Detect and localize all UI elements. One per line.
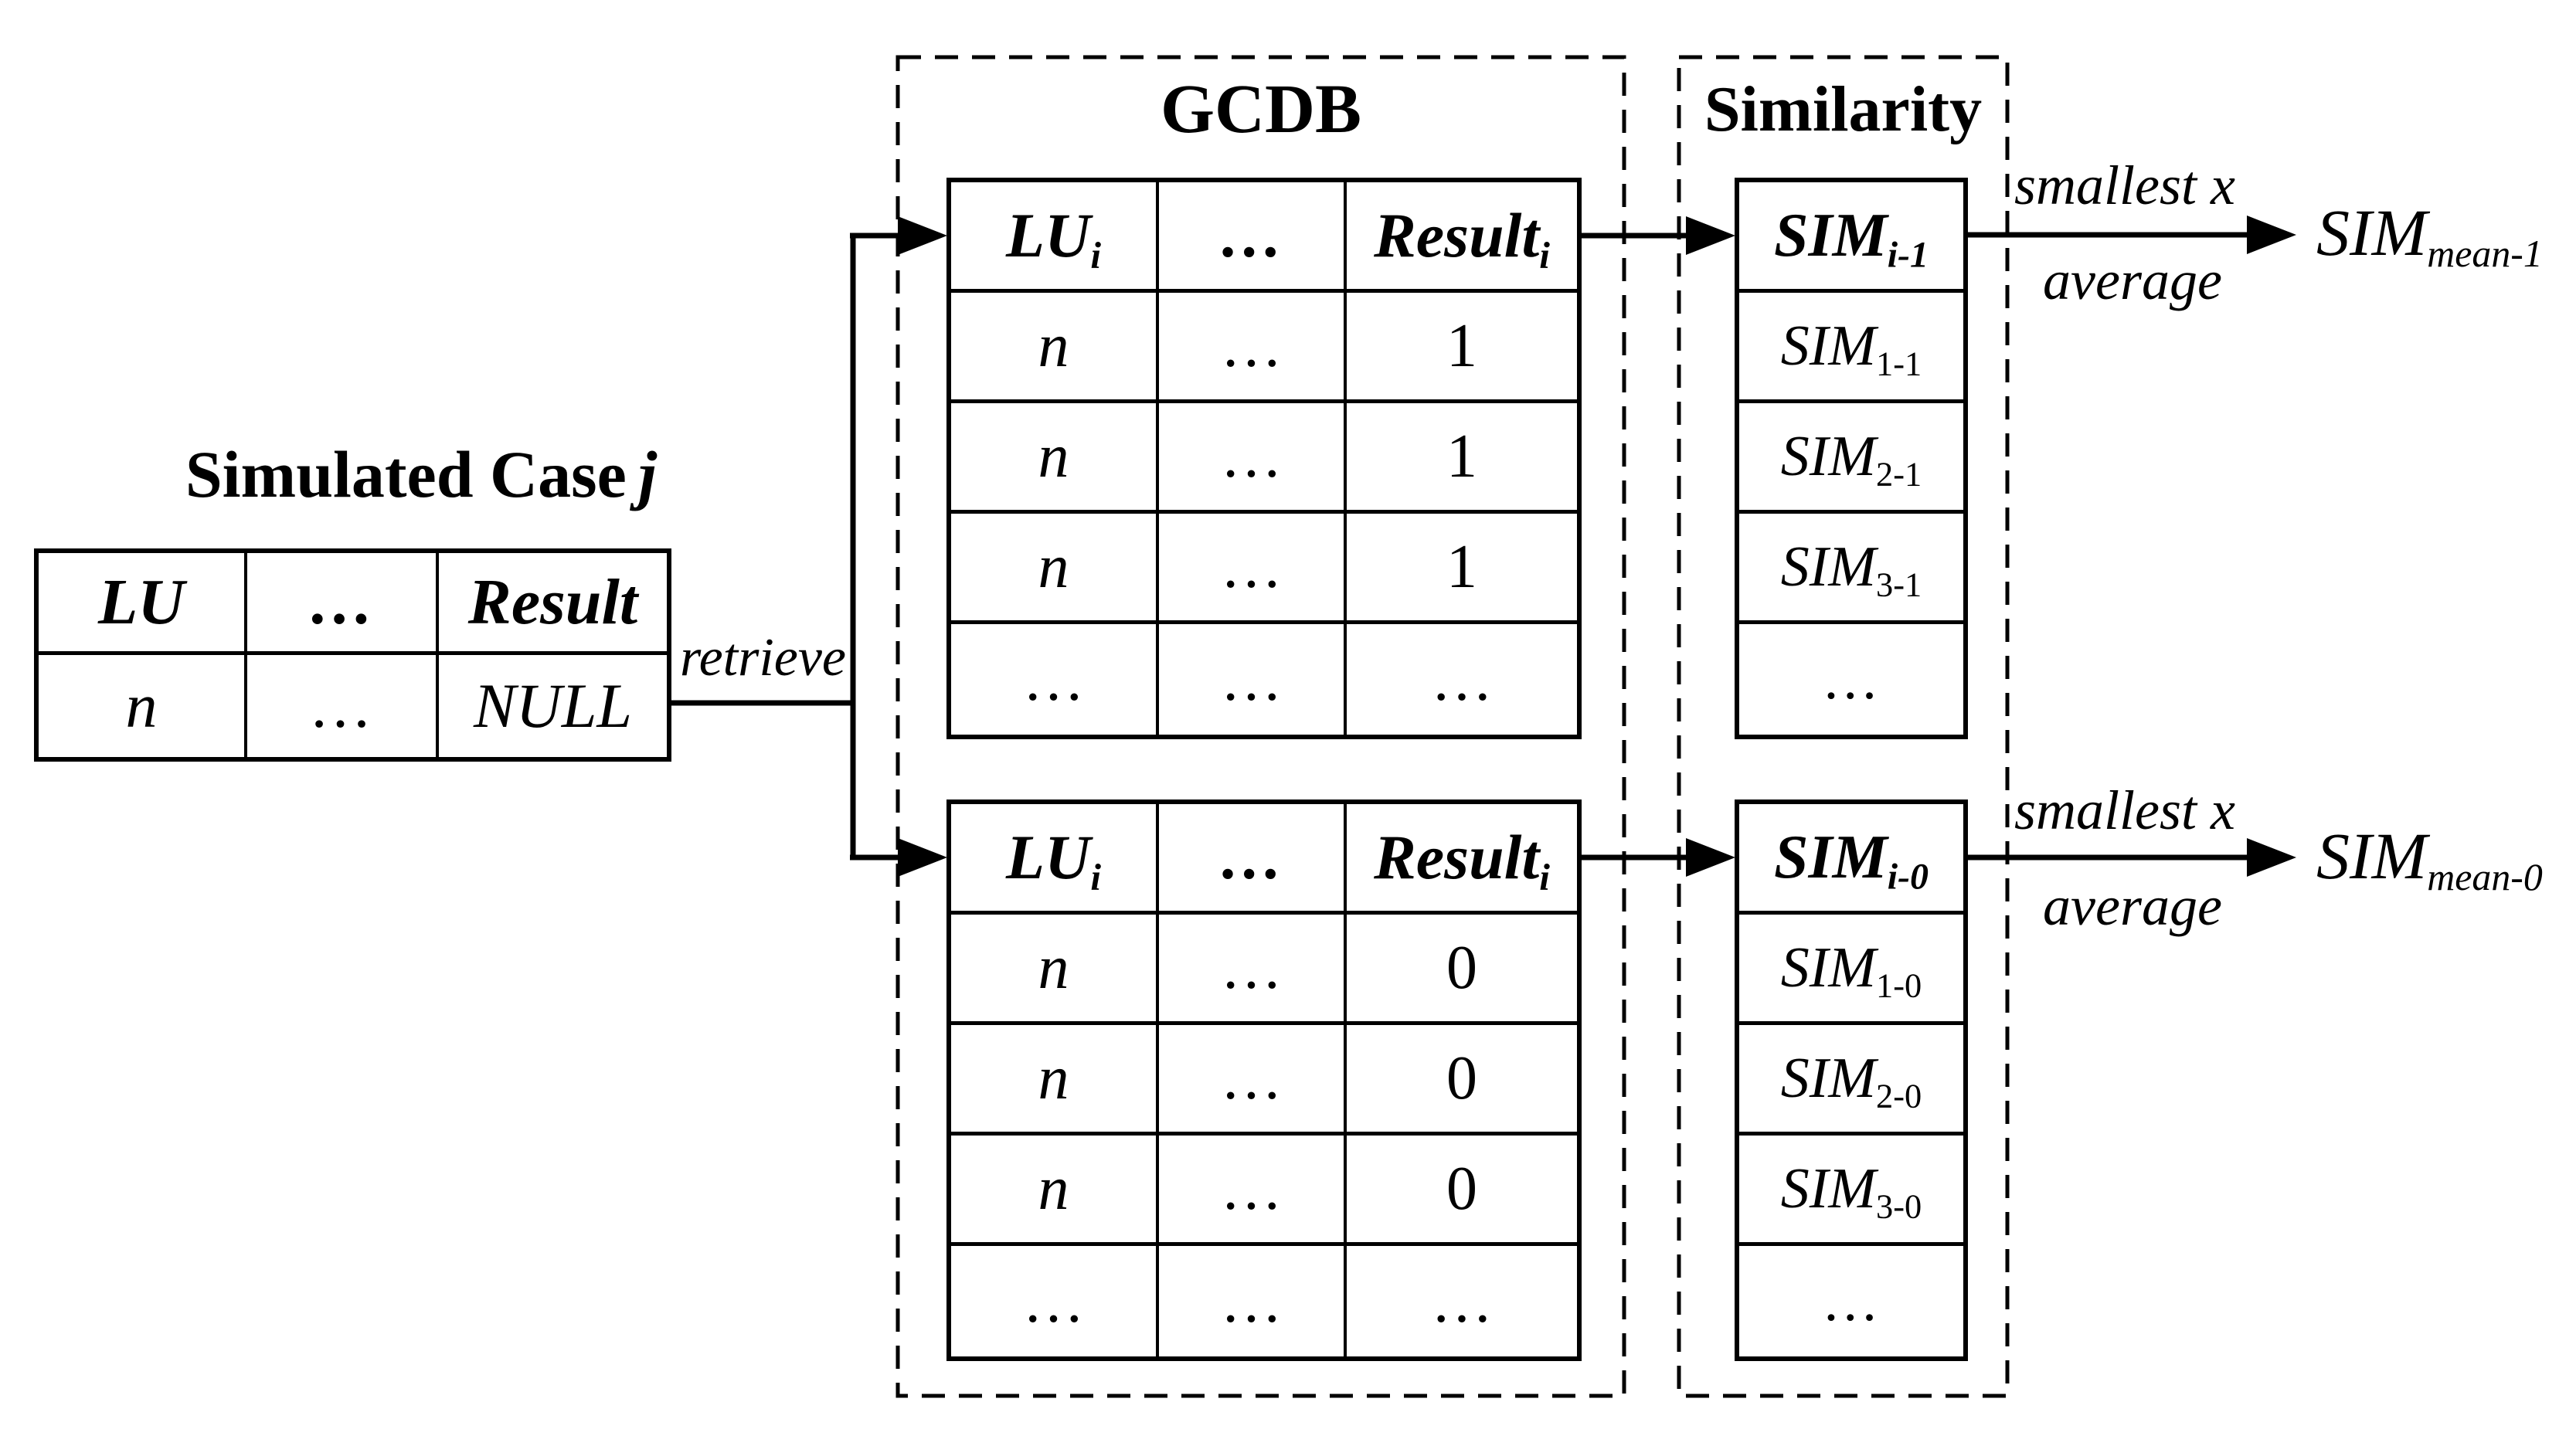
table-header-cell: Resulti (1347, 804, 1577, 915)
gcdb-table-result1: LUi … Resulti n … 1 n … 1 n … 1 … … … (946, 178, 1582, 739)
table-cell: … (951, 624, 1159, 735)
table-cell: … (951, 1246, 1159, 1356)
gcdb-table-result0: LUi … Resulti n … 0 n … 0 n … 0 … … … (946, 799, 1582, 1361)
table-header-cell: … (1159, 804, 1347, 915)
table-cell: … (1739, 624, 1963, 735)
gcdb-to-similarity-arrow-top (1576, 216, 1735, 255)
table-cell: n (951, 293, 1159, 403)
table-header-cell: … (1159, 182, 1347, 293)
retrieve-branch-arrow (661, 216, 947, 877)
table-header-cell: LUi (951, 804, 1159, 915)
average-label-top: average (2043, 250, 2222, 311)
table-cell: 0 (1347, 1136, 1577, 1246)
table-cell: SIM3-1 (1739, 514, 1963, 624)
table-cell: 1 (1347, 403, 1577, 514)
table-cell: NULL (439, 655, 667, 757)
table-cell: … (1159, 403, 1347, 514)
table-cell: … (1159, 514, 1347, 624)
simulated-case-title-index: j (638, 437, 658, 511)
table-header-cell: LUi (951, 182, 1159, 293)
table-cell: n (951, 1136, 1159, 1246)
table-cell: SIM1-1 (1739, 293, 1963, 403)
table-header-cell: Resulti (1347, 182, 1577, 293)
table-cell: … (1739, 1246, 1963, 1356)
table-header-cell: LU (39, 553, 247, 655)
table-cell: 0 (1347, 1025, 1577, 1136)
table-header-cell: SIMi-0 (1739, 804, 1963, 915)
retrieve-label: retrieve (679, 628, 846, 687)
table-cell: … (1347, 1246, 1577, 1356)
table-cell: … (1159, 293, 1347, 403)
similarity-table-0: SIMi-0 SIM1-0 SIM2-0 SIM3-0 … (1735, 799, 1968, 1361)
similarity-table-1: SIMi-1 SIM1-1 SIM2-1 SIM3-1 … (1735, 178, 1968, 739)
table-cell: 0 (1347, 915, 1577, 1025)
sim-mean-0-result: SIMmean-0 (2316, 819, 2543, 898)
table-cell: … (1159, 1025, 1347, 1136)
simulated-case-title-text: Simulated Case (185, 437, 627, 511)
table-cell: 1 (1347, 293, 1577, 403)
average-label-bottom: average (2043, 875, 2222, 937)
table-cell: n (39, 655, 247, 757)
table-cell: 1 (1347, 514, 1577, 624)
table-cell: SIM2-1 (1739, 403, 1963, 514)
smallest-x-label-top: smallest x (2014, 154, 2235, 216)
table-cell: … (1159, 624, 1347, 735)
table-cell: SIM1-0 (1739, 915, 1963, 1025)
table-cell: n (951, 514, 1159, 624)
similarity-group-box (1677, 55, 2010, 1398)
table-header-cell: SIMi-1 (1739, 182, 1963, 293)
sim-mean-1-result: SIMmean-1 (2316, 195, 2543, 275)
table-cell: … (247, 655, 439, 757)
similarity-to-mean-arrow-bottom (1966, 838, 2296, 877)
table-header-cell: Result (439, 553, 667, 655)
table-cell: … (1159, 915, 1347, 1025)
gcdb-title: GCDB (1160, 71, 1362, 148)
table-cell: … (1347, 624, 1577, 735)
table-cell: SIM2-0 (1739, 1025, 1963, 1136)
table-cell: … (1159, 1136, 1347, 1246)
similarity-to-mean-arrow-top (1966, 216, 2296, 254)
table-cell: n (951, 915, 1159, 1025)
simulated-case-table: LU … Result n … NULL (34, 548, 671, 762)
table-header-cell: … (247, 553, 439, 655)
table-cell: n (951, 403, 1159, 514)
table-cell: … (1159, 1246, 1347, 1356)
gcdb-group-box (895, 55, 1626, 1398)
gcdb-to-similarity-arrow-bottom (1576, 838, 1735, 877)
similarity-title: Similarity (1704, 73, 1983, 145)
table-cell: SIM3-0 (1739, 1136, 1963, 1246)
table-cell: n (951, 1025, 1159, 1136)
smallest-x-label-bottom: smallest x (2014, 779, 2235, 841)
